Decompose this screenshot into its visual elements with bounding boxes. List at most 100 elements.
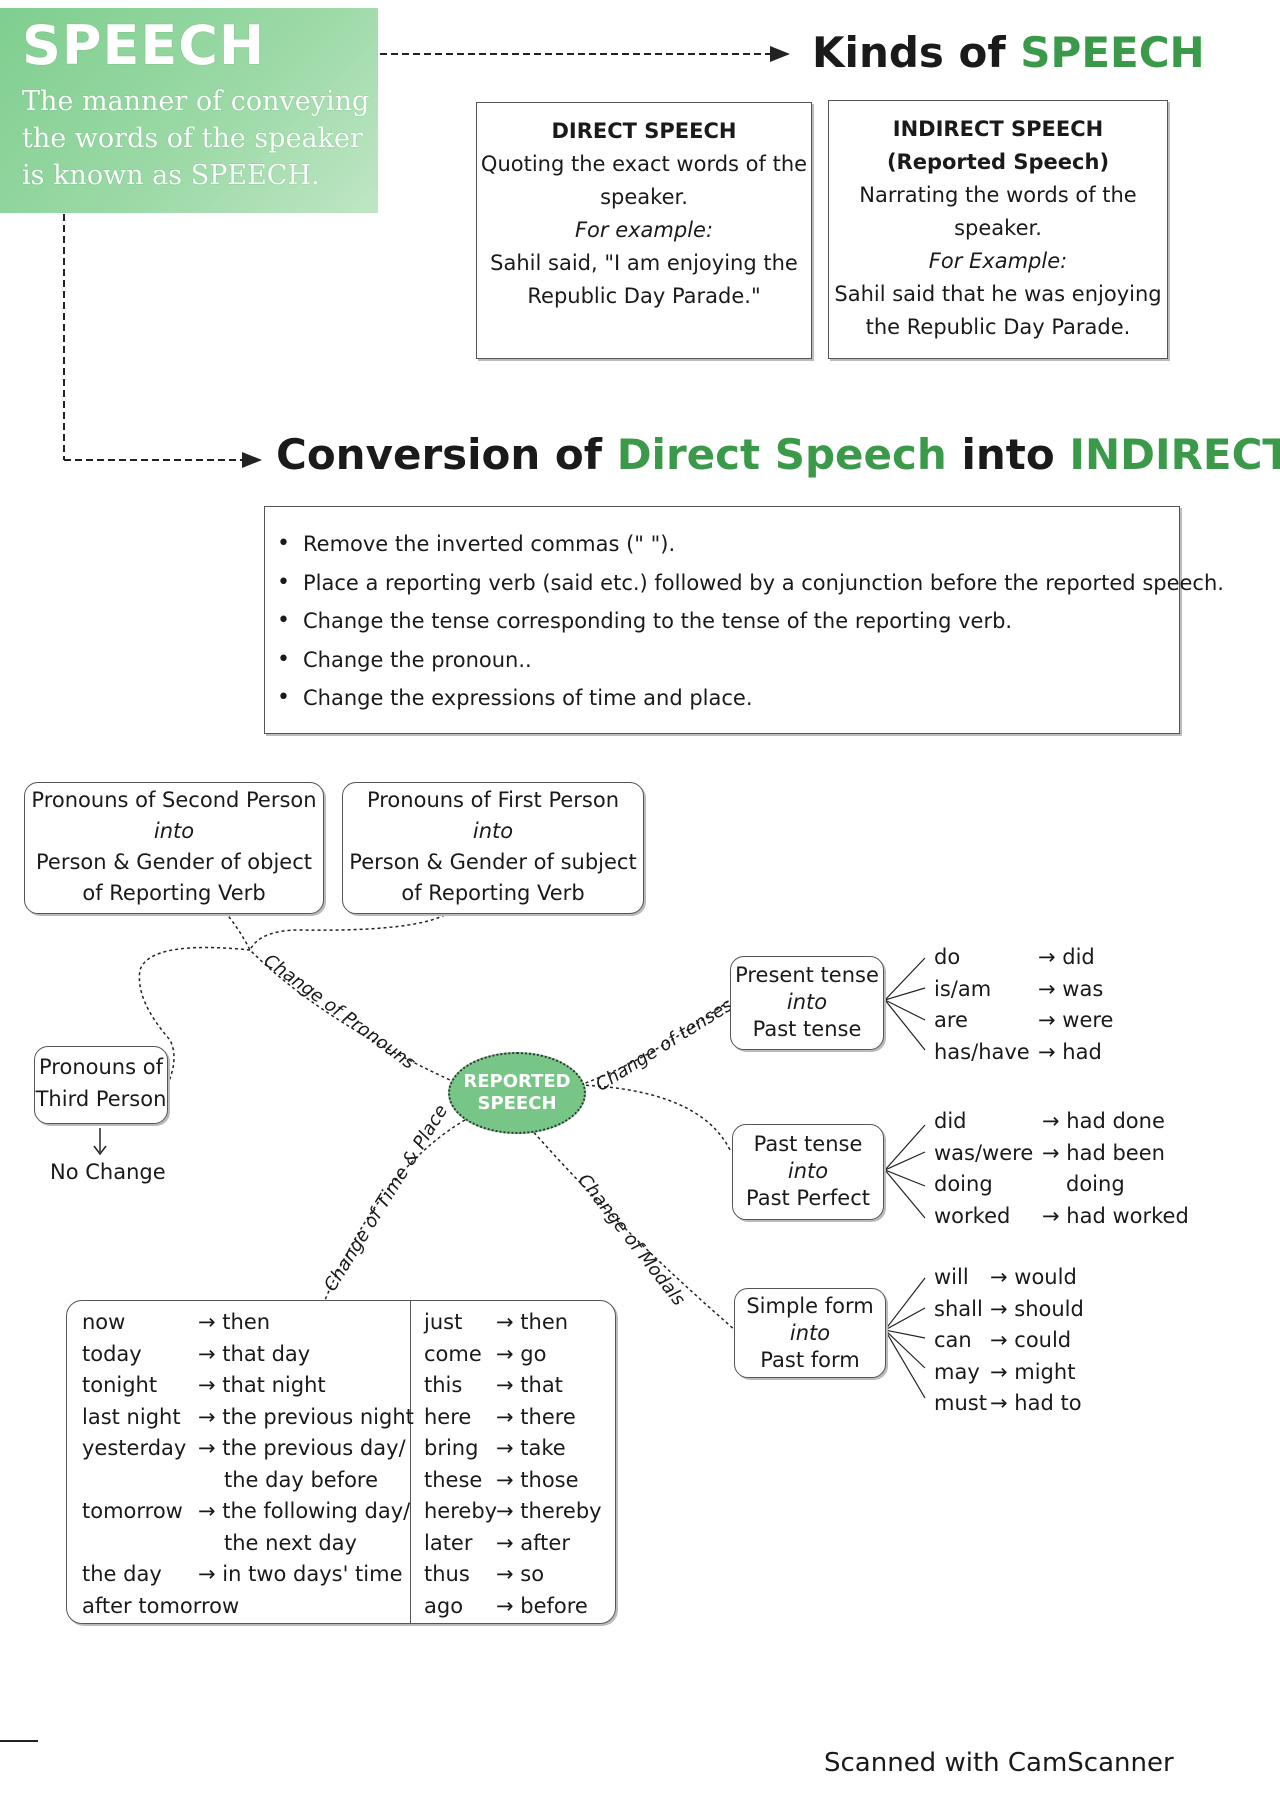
table-row: thus→ so	[424, 1559, 608, 1591]
to-word: the day before	[224, 1467, 379, 1492]
conversion-title-middle: into	[961, 430, 1055, 479]
rule-item: Place a reporting verb (said etc.) follo…	[277, 564, 1224, 603]
box-line: into	[789, 1321, 831, 1345]
conversion-title-prefix: Conversion of	[276, 430, 603, 479]
to-word: → could	[990, 1328, 1072, 1352]
list-item: worked → had worked	[934, 1201, 1214, 1233]
table-row: here → there	[424, 1402, 608, 1434]
list-item: can→ could	[934, 1325, 1154, 1357]
conversion-title-accent: INDIRECT	[1069, 430, 1280, 479]
table-divider	[410, 1300, 411, 1624]
box-line: Person & Gender of subject	[349, 850, 637, 874]
modals-list: will→ would shall→ should can→ could may…	[934, 1262, 1154, 1420]
from-word: must	[934, 1391, 987, 1415]
to-word: → those	[496, 1467, 579, 1492]
from-word: do	[934, 945, 961, 969]
table-row: tomorrow → the following day/	[82, 1496, 410, 1528]
from-word: the day	[82, 1562, 162, 1586]
indirect-example-text: Sahil said that he was enjoying	[834, 282, 1162, 306]
to-word: → in two days' time	[198, 1562, 403, 1586]
to-word: → had	[1038, 1039, 1102, 1064]
direct-speech-text: Quoting the exact words of the	[480, 152, 808, 176]
place-expressions-list: just→ then come→ go this→ that here→ the…	[424, 1307, 608, 1622]
indirect-example-label: For Example:	[928, 249, 1068, 273]
direct-speech-heading: DIRECT SPEECH	[551, 119, 737, 143]
from-word: this	[424, 1373, 463, 1397]
past-to-perfect-box: Past tense into Past Perfect	[732, 1124, 884, 1220]
from-word: tomorrow	[82, 1499, 183, 1523]
to-word: the next day	[224, 1530, 357, 1555]
direct-example-text: Republic Day Parade."	[527, 284, 761, 308]
box-line: of Reporting Verb	[401, 881, 585, 905]
box-line: of Reporting Verb	[82, 881, 266, 905]
list-item: may→ might	[934, 1357, 1154, 1389]
kinds-title-prefix: Kinds of	[812, 28, 1006, 77]
no-change-label: No Change	[50, 1160, 166, 1184]
speech-definition-line: the words of the speaker	[22, 123, 363, 154]
from-word: here	[424, 1404, 472, 1429]
rule-item: Change the tense corresponding to the te…	[277, 602, 1179, 641]
to-word: → had been	[1042, 1140, 1165, 1165]
to-word: → then	[198, 1310, 271, 1334]
list-item: was/were → had been	[934, 1138, 1214, 1170]
to-word: → the previous night	[198, 1404, 414, 1429]
box-line: Pronouns of	[39, 1055, 163, 1079]
to-word: → that day	[198, 1341, 311, 1366]
to-word: → then	[496, 1310, 569, 1334]
from-word: now	[82, 1310, 126, 1334]
from-word: may	[934, 1359, 980, 1384]
list-item: do→ did	[934, 942, 1194, 974]
from-word: did	[934, 1109, 967, 1133]
table-row: after tomorrow	[82, 1591, 404, 1623]
box-line: into	[787, 1159, 829, 1183]
to-word: → had to	[990, 1391, 1082, 1415]
box-line: Simple form	[746, 1294, 874, 1318]
from-word: these	[424, 1467, 483, 1492]
second-person-pronoun-box: Pronouns of Second Person into Person & …	[24, 782, 324, 914]
to-word: → the following day/	[198, 1499, 411, 1523]
from-word: later	[424, 1530, 473, 1555]
from-word: hereby	[424, 1499, 498, 1523]
speech-title: SPEECH	[22, 14, 266, 77]
table-row: yesterday→ the previous day/	[82, 1433, 406, 1465]
center-line: SPEECH	[477, 1093, 557, 1114]
reported-speech-center-node: REPORTED SPEECH	[448, 1052, 586, 1134]
box-line: Past tense	[753, 1132, 863, 1156]
from-word: last night	[82, 1404, 181, 1429]
to-word: → that	[496, 1373, 563, 1397]
conversion-title-accent: Direct Speech	[616, 430, 947, 479]
center-line: REPORTED	[463, 1071, 571, 1092]
to-word: → would	[990, 1265, 1077, 1289]
third-person-pronoun-box: Pronouns of Third Person	[34, 1046, 168, 1124]
from-word: today	[82, 1341, 142, 1366]
to-word: → had worked	[1042, 1203, 1189, 1228]
table-row: bring→ take	[424, 1433, 608, 1465]
box-line: Third Person	[35, 1087, 167, 1111]
to-word: → go	[496, 1341, 547, 1366]
table-row: last night → the previous night	[82, 1402, 414, 1434]
indirect-speech-text: Narrating the words of the	[859, 183, 1137, 207]
box-line: into	[472, 819, 514, 843]
table-row: just → then	[424, 1307, 608, 1339]
from-word: yesterday	[82, 1436, 187, 1460]
speech-definition-line: The manner of conveying	[22, 86, 370, 117]
box-line: into	[153, 819, 195, 843]
table-row: ago→ before	[424, 1591, 608, 1623]
from-word: was/were	[934, 1140, 1034, 1165]
to-word: → had done	[1042, 1109, 1165, 1133]
from-word: just	[424, 1310, 463, 1334]
table-row: the day → in two days' time	[82, 1559, 404, 1591]
from-word: after tomorrow	[82, 1593, 240, 1618]
direct-example-text: Sahil said, "I am enjoying the	[490, 251, 798, 275]
rule-item: Change the expressions of time and place…	[277, 679, 1179, 718]
to-word: → there	[496, 1404, 576, 1429]
box-line: Past tense	[752, 1017, 862, 1041]
to-word: → were	[1038, 1008, 1114, 1032]
from-word: worked	[934, 1203, 1011, 1228]
from-word: doing	[934, 1172, 993, 1196]
camscanner-watermark: Scanned with CamScanner	[824, 1748, 1174, 1778]
direct-speech-text: speaker.	[600, 185, 688, 209]
conversion-heading: Conversion of Direct Speech into INDIREC…	[276, 430, 1280, 479]
